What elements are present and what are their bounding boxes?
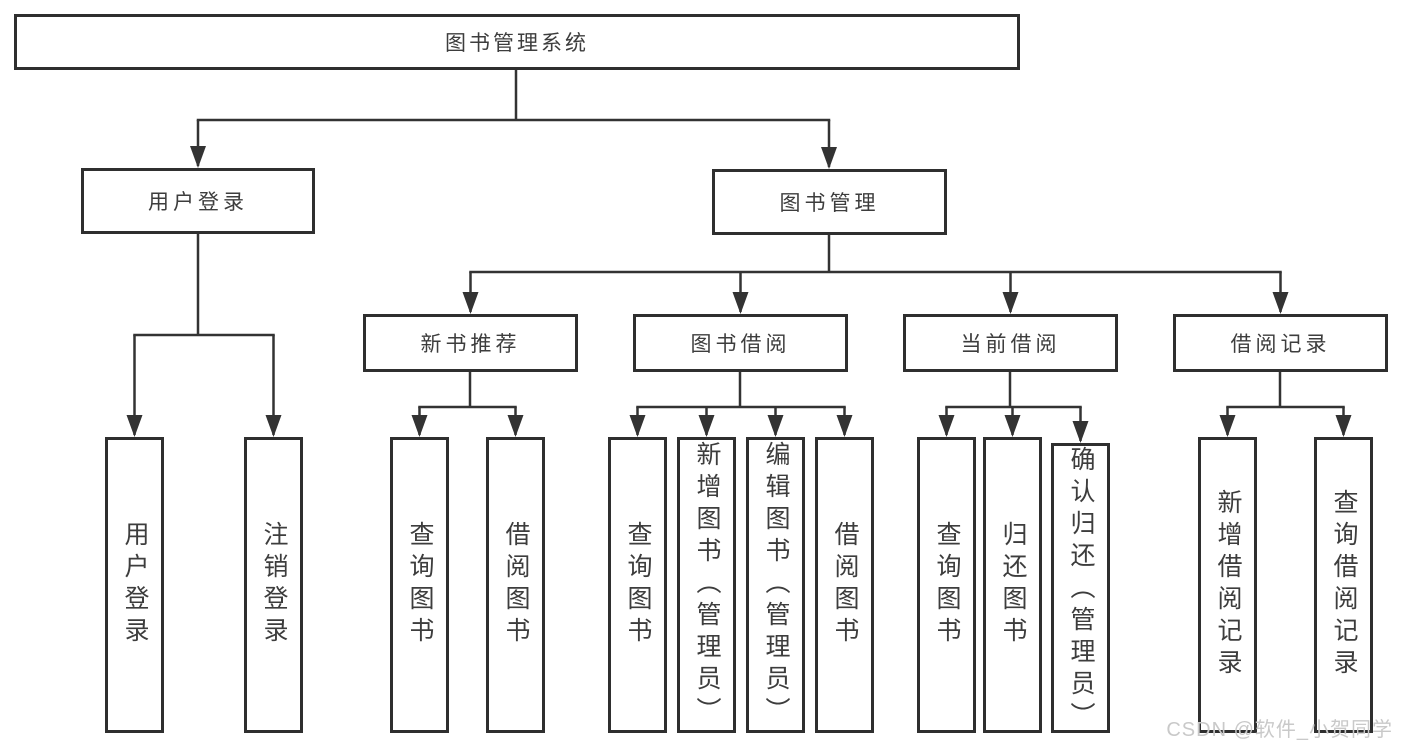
leaf-current-confirm-return-admin: 确认归还（管理员）	[1051, 443, 1110, 734]
node-user-login: 用户登录	[81, 168, 315, 234]
leaf-borrow-borrow-book: 借阅图书	[815, 437, 874, 733]
leaf-newbook-query-book: 查询图书	[390, 437, 449, 733]
leaf-records-add-record: 新增借阅记录	[1198, 437, 1257, 733]
leaf-current-query-book: 查询图书	[917, 437, 976, 733]
leaf-borrow-query-book: 查询图书	[608, 437, 667, 733]
node-root-title: 图书管理系统	[14, 14, 1020, 70]
leaf-records-query-record: 查询借阅记录	[1314, 437, 1373, 733]
leaf-borrow-edit-book-admin: 编辑图书（管理员）	[746, 437, 805, 733]
leaf-logout: 注销登录	[244, 437, 303, 733]
leaf-user-login: 用户登录	[105, 437, 164, 733]
node-book-borrow: 图书借阅	[633, 314, 848, 372]
node-new-book-recommend: 新书推荐	[363, 314, 578, 372]
node-book-management: 图书管理	[712, 169, 947, 235]
node-current-borrow: 当前借阅	[903, 314, 1118, 372]
csdn-watermark: CSDN @软件_小贺同学	[1166, 719, 1393, 741]
node-borrow-records: 借阅记录	[1173, 314, 1388, 372]
leaf-current-return-book: 归还图书	[983, 437, 1042, 733]
leaf-borrow-add-book-admin: 新增图书（管理员）	[677, 437, 736, 733]
leaf-newbook-borrow-book: 借阅图书	[486, 437, 545, 733]
